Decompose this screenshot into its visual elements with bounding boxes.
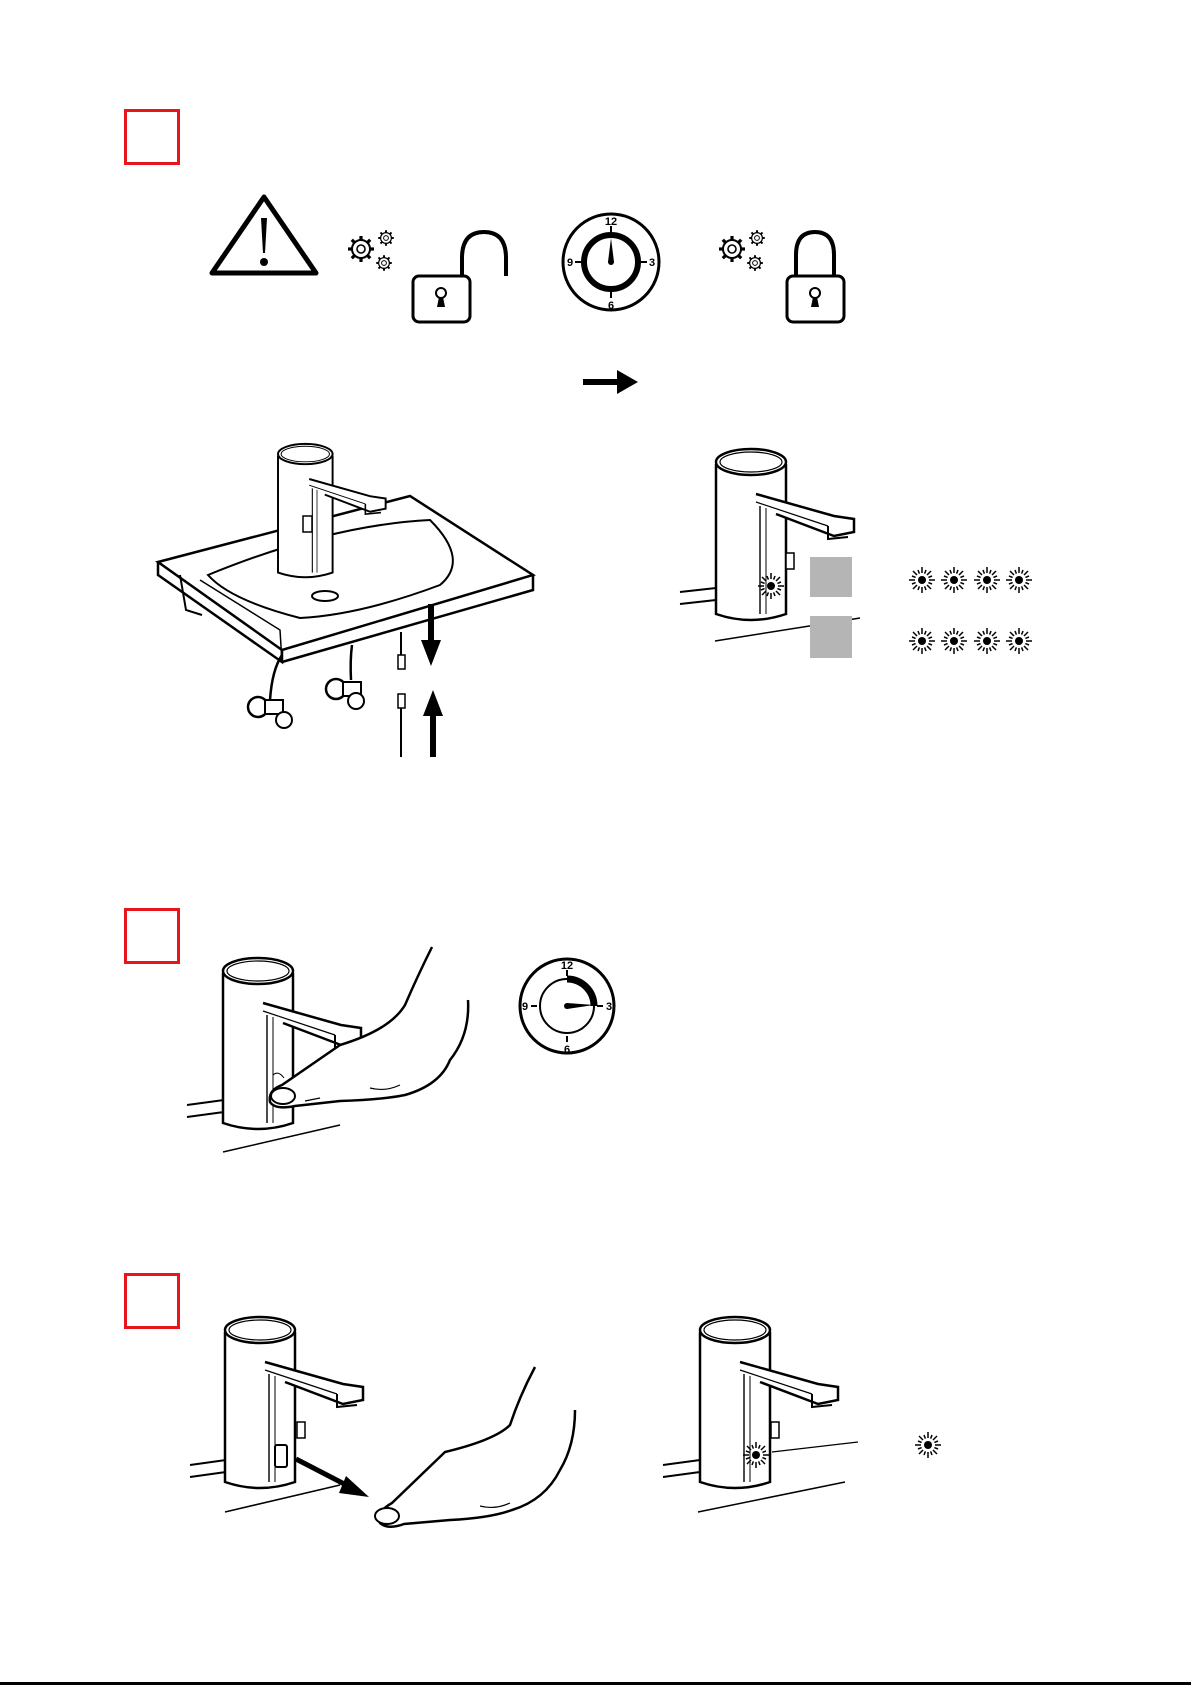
faucet-hand-remove-illustration <box>190 1317 575 1527</box>
indicator-square-1 <box>810 557 852 597</box>
blink-row-2 <box>909 628 1032 654</box>
padlock-open-icon <box>413 232 506 322</box>
gears-icon-2 <box>719 230 765 271</box>
clock-top-6: 6 <box>608 300 614 312</box>
clock-step2-9: 9 <box>522 1001 528 1013</box>
basin-illustration <box>158 444 533 757</box>
clock-step2-6: 6 <box>564 1044 570 1056</box>
clock-step2-3: 3 <box>606 1001 612 1013</box>
indicator-square-2 <box>810 616 852 658</box>
clock-icon: 12 3 6 9 <box>563 214 659 312</box>
arrow-right-icon <box>583 370 638 394</box>
clock-step2-12: 12 <box>561 960 573 972</box>
blink-single <box>915 1432 941 1458</box>
faucet-indicator-illustration <box>680 449 860 641</box>
faucet-indicator-illustration-2 <box>663 1317 858 1512</box>
warning-triangle-icon <box>212 197 316 273</box>
gears-icon <box>348 230 394 271</box>
padlock-closed-icon <box>787 232 844 322</box>
clock-top-9: 9 <box>567 257 573 269</box>
faucet-hand-press-illustration <box>187 947 468 1152</box>
clock-top-3: 3 <box>649 257 655 269</box>
clock-top-12: 12 <box>605 216 617 228</box>
clock-3s-icon: 12 3 6 9 <box>520 959 614 1056</box>
blink-row-1 <box>909 567 1032 593</box>
